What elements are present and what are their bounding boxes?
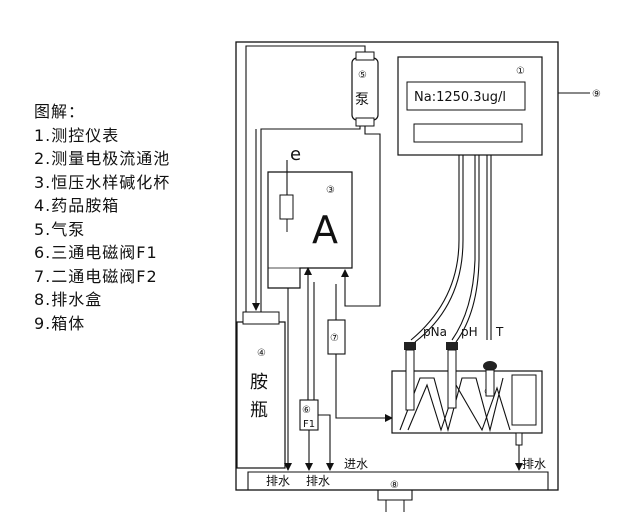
display-reading: Na:1250.3ug/l — [414, 90, 506, 105]
needle-label: e — [290, 144, 301, 165]
pump-feed-line — [260, 126, 361, 312]
drain-label-3: 排水 — [522, 457, 546, 471]
electrode-t-label: T — [495, 325, 504, 339]
pump-to-cup-line — [341, 126, 381, 307]
electrode-pna — [405, 349, 415, 411]
pump-outlet-line — [245, 45, 366, 312]
instrument-display — [406, 81, 526, 111]
electrode-ph-cap — [446, 342, 458, 350]
legend-item: 5.气泵 — [34, 219, 86, 239]
amine-bottle — [236, 321, 286, 469]
air-pump — [351, 57, 379, 121]
flow-cell — [391, 370, 543, 434]
legend: 图解： 1.测控仪表 2.测量电极流通池 3.恒压水样碱化杯 4.药品胺箱 5.… — [34, 100, 170, 335]
pump-marker: ⑤ — [358, 70, 367, 81]
valve-f1-label: F1 — [303, 419, 315, 430]
needle-valve — [279, 194, 294, 220]
legend-title: 图解： — [34, 102, 86, 121]
electrode-t — [485, 369, 495, 397]
cable-ph — [451, 155, 476, 341]
cable-ph-2 — [455, 155, 480, 343]
valve-f1-bypass — [318, 414, 334, 471]
cup-letter: A — [312, 208, 338, 252]
drain-label-2: 排水 — [306, 474, 330, 488]
cabinet-marker: ⑨ — [592, 89, 601, 100]
cable-pna-2 — [414, 155, 464, 343]
instrument-marker: ① — [516, 66, 525, 77]
drain-box — [377, 490, 413, 501]
bottle-marker: ④ — [257, 348, 266, 359]
drain-label-1: 排水 — [266, 474, 290, 488]
pump-label: 泵 — [355, 92, 369, 108]
alkalizing-cup — [267, 171, 353, 289]
flow-cell-end — [511, 374, 537, 426]
electrode-pna-cap — [404, 342, 416, 350]
legend-item: 7.二通电磁阀F2 — [34, 266, 158, 286]
pump-bottom-cap — [355, 117, 375, 127]
legend-item: 6.三通电磁阀F1 — [34, 243, 158, 262]
electrode-t-cap — [483, 361, 497, 371]
electrode-ph — [447, 349, 457, 409]
valve-f2-marker: ⑦ — [330, 333, 339, 344]
cable-pna — [410, 155, 460, 341]
cell-drain-stub — [515, 432, 523, 446]
bottle-label-2: 瓶 — [250, 400, 268, 421]
pump-top-cap — [355, 51, 375, 61]
legend-item: 3.恒压水样碱化杯 — [34, 172, 171, 192]
amine-bottle-cap — [242, 311, 280, 325]
instrument-keypad — [413, 123, 523, 143]
legend-item: 4.药品胺箱 — [34, 196, 120, 215]
valve-f2-to-cell — [335, 354, 393, 422]
electrode-ph-label: pH — [461, 325, 478, 339]
electrode-pna-label: pNa — [423, 325, 447, 339]
bottle-label-1: 胺 — [250, 372, 268, 393]
legend-item: 8.排水盒 — [34, 290, 103, 309]
cup-marker: ③ — [326, 185, 335, 196]
drain-tray — [247, 471, 549, 491]
legend-item: 9.箱体 — [34, 313, 86, 333]
drain-box-marker: ⑧ — [390, 480, 399, 491]
inlet-label: 进水 — [344, 457, 368, 471]
legend-item: 2.测量电极流通池 — [34, 149, 171, 168]
legend-item: 1.测控仪表 — [34, 125, 120, 145]
valve-f1-marker: ⑥ — [302, 405, 311, 416]
